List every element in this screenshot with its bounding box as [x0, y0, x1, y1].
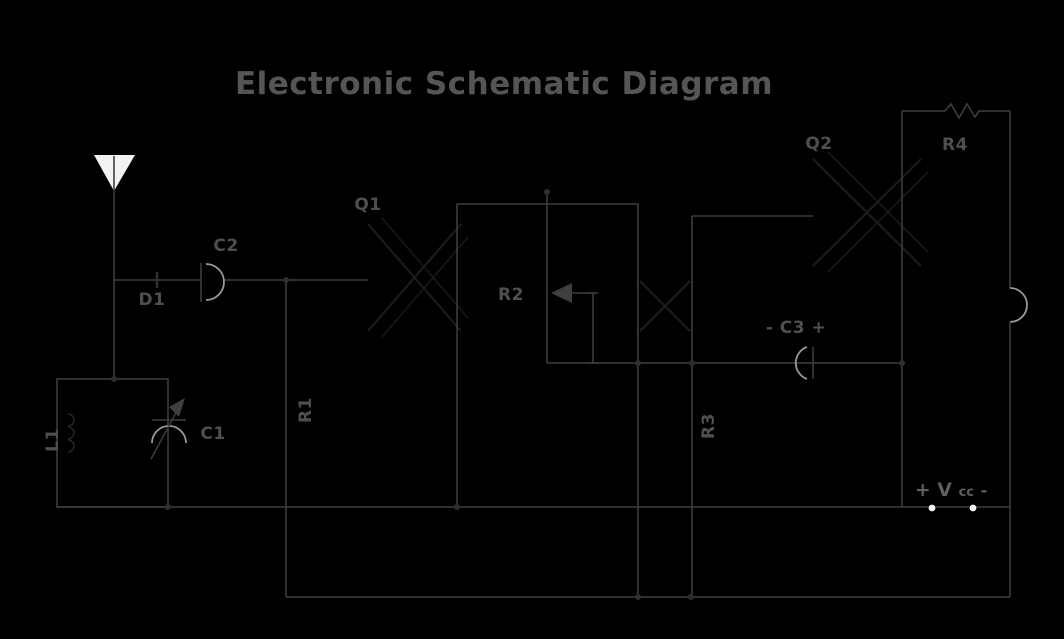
wire-top-left [114, 272, 286, 288]
capacitor-c1-symbol [150, 398, 187, 460]
wire-right-loop [901, 102, 1028, 597]
vcc-plus-sign: + [914, 479, 931, 501]
label-q1: Q1 [354, 195, 382, 215]
vcc-v: V [937, 479, 952, 501]
label-d1: D1 [138, 290, 166, 310]
transistor-q2-symbol [812, 151, 929, 273]
label-r2: R2 [498, 285, 524, 305]
label-r4: R4 [942, 135, 968, 155]
junction-dots [111, 189, 905, 600]
vcc-subscript: cc [958, 485, 975, 500]
label-c3: - C3 + [766, 318, 826, 338]
label-l1: L1 [43, 428, 63, 452]
label-r1: R1 [296, 397, 316, 423]
c3-plus-sign: + [811, 318, 827, 338]
capacitor-c3-symbol [794, 346, 902, 380]
c3-minus-sign: - [765, 318, 774, 338]
arrow-head [169, 398, 185, 417]
antenna-icon [94, 155, 135, 379]
label-r3: R3 [699, 413, 719, 439]
wire-q1-box [456, 192, 639, 597]
emitter-arrow-q1 [551, 283, 598, 364]
coil-bump-right [1009, 287, 1028, 323]
transistor-q1-symbol [367, 217, 469, 338]
capacitor-c2-symbol [200, 263, 225, 302]
page-title: Electronic Schematic Diagram [234, 66, 774, 102]
c3-name: C3 [779, 318, 806, 338]
vcc-minus-sign: - [980, 481, 988, 500]
vcc-supply-label: + V cc - [915, 479, 988, 501]
transistor-mid-symbol [639, 280, 691, 332]
label-c2: C2 [213, 236, 239, 256]
label-c1: C1 [200, 424, 226, 444]
vcc-terminal-dots [928, 504, 977, 512]
resistor-r4-zigzag [944, 102, 980, 120]
label-q2: Q2 [805, 134, 833, 154]
